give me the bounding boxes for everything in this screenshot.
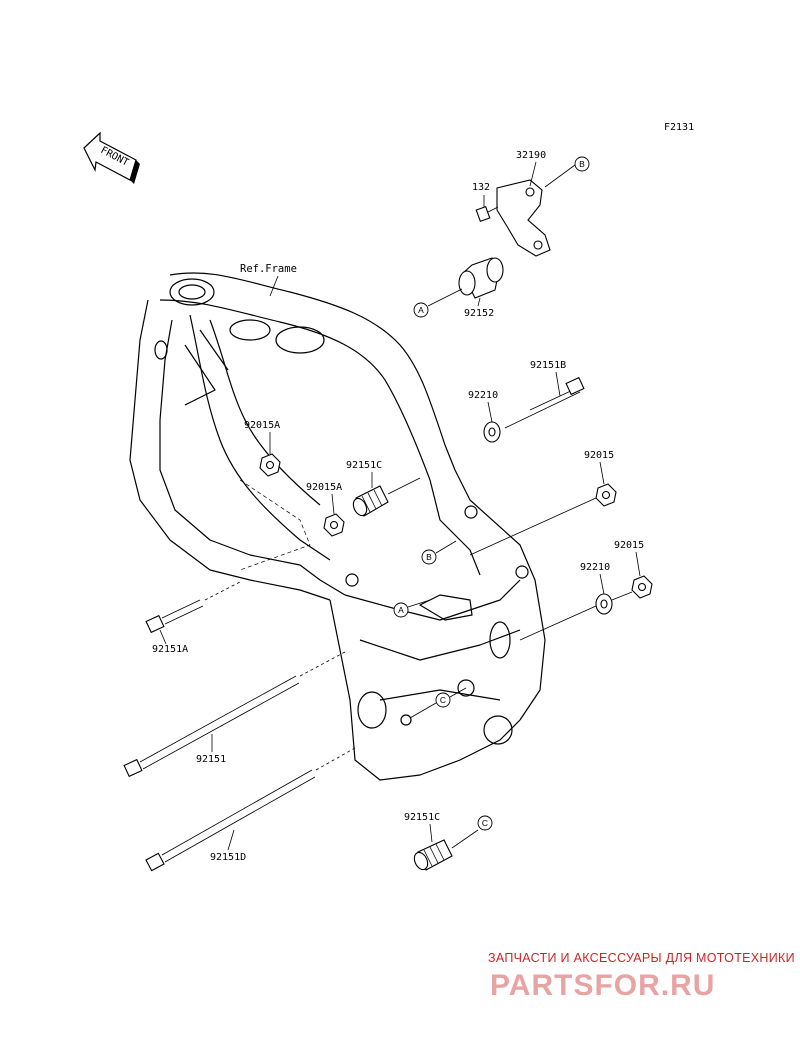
- label-92015A-lower: 92015A: [306, 482, 342, 493]
- callout-c-bottom: C: [451, 815, 493, 849]
- front-arrow-icon: FRONT: [83, 131, 140, 184]
- label-92015-right-upper: 92015: [584, 450, 614, 461]
- label-92015-right-lower: 92015: [614, 540, 644, 551]
- callout-b-top: B: [544, 156, 590, 188]
- label-92210-upper: 92210: [468, 390, 498, 401]
- part-92151B-bolt: [504, 376, 585, 429]
- label-92015A-upper: 92015A: [244, 420, 280, 431]
- ref-frame-label: Ref.Frame: [240, 263, 297, 275]
- callout-b-frame: B: [421, 540, 457, 565]
- part-92015-right-upper-nut: [595, 483, 617, 507]
- part-132-bolt: [475, 205, 499, 223]
- part-92151C-lower-adjuster: [413, 839, 453, 871]
- callout-a-top: A: [413, 288, 463, 318]
- label-92151B: 92151B: [530, 360, 566, 371]
- label-92151A: 92151A: [152, 644, 188, 655]
- watermark-brand: PARTSFOR.RU: [490, 969, 715, 1002]
- motorcycle-frame: [129, 272, 546, 781]
- callout-c-frame-text: C: [440, 695, 446, 705]
- callout-a-frame-text: A: [398, 605, 404, 615]
- label-132: 132: [472, 182, 490, 193]
- callout-c-bottom-text: C: [482, 818, 488, 828]
- label-92151: 92151: [196, 754, 226, 765]
- part-92210-lower-washer: [595, 593, 613, 615]
- label-32190: 32190: [516, 150, 546, 161]
- callout-a-top-text: A: [418, 305, 424, 315]
- callout-b-frame-text: B: [426, 552, 432, 562]
- label-92210-lower: 92210: [580, 562, 610, 573]
- callout-c-frame: C: [409, 687, 467, 719]
- part-92015A-lower-nut: [323, 513, 345, 537]
- label-92151C-lower: 92151C: [404, 812, 440, 823]
- part-92151D-long-bolt: [145, 747, 356, 872]
- part-92151C-upper-adjuster: [352, 477, 421, 517]
- part-92152-spacer: [458, 257, 504, 299]
- watermark-tagline: ЗАПЧАСТИ И АКСЕССУАРЫ ДЛЯ МОТОТЕХНИКИ: [488, 951, 795, 965]
- label-92151D: 92151D: [210, 852, 246, 863]
- part-92015A-upper-nut: [259, 453, 281, 477]
- callout-a-frame: A: [393, 599, 431, 618]
- diagram-code: F2131: [664, 122, 694, 133]
- part-92151A-bolt: [145, 581, 241, 634]
- callout-b-top-text: B: [579, 159, 585, 169]
- part-92210-upper-washer: [483, 421, 501, 443]
- part-92151-long-bolt: [123, 651, 346, 778]
- part-92015-right-lower-nut: [631, 575, 653, 599]
- label-92151C-upper: 92151C: [346, 460, 382, 471]
- part-32190-bracket: [496, 179, 551, 257]
- label-92152: 92152: [464, 308, 494, 319]
